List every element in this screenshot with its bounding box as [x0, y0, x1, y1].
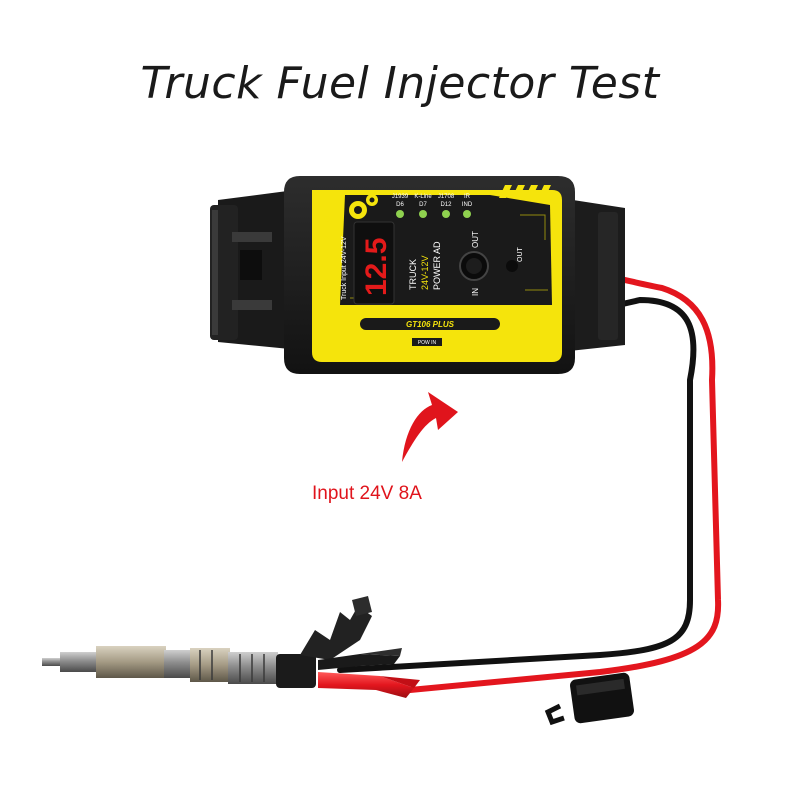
indicator-label-bottom: D12: [440, 202, 452, 208]
model-name: GT106 PLUS: [406, 320, 455, 329]
voltage-display: 12.5: [353, 221, 395, 305]
status-led: [442, 210, 450, 218]
mode-line-voltage: 24V-12V: [420, 255, 430, 290]
indicator-label-bottom: IND: [462, 202, 473, 208]
mode-line-truck: TRUCK: [408, 259, 418, 290]
up-arrow-icon: [402, 392, 458, 462]
gear-icon: [349, 194, 378, 219]
page-title: Truck Fuel Injector Test: [140, 58, 660, 109]
cable-entry: [506, 260, 518, 272]
obd-connector: [210, 190, 300, 350]
mode-switch-button[interactable]: [459, 251, 489, 281]
device-subtitle: Truck Input 24V-12V: [341, 236, 348, 300]
input-spec-caption: Input 24V 8A: [312, 483, 422, 504]
indicator-label-bottom: D7: [419, 202, 427, 208]
indicator-label-top: J1939: [392, 194, 409, 200]
in-label: IN: [471, 288, 480, 296]
status-led: [396, 210, 404, 218]
black-alligator-clip: [318, 648, 402, 670]
mode-line-power: POWER AD: [432, 241, 442, 290]
display-reading: 12.5: [360, 238, 393, 296]
indicator-label-top: J1708: [438, 194, 455, 200]
port-label: POW IN: [418, 340, 437, 346]
indicator-label-top: K-Line: [414, 194, 432, 200]
indicator-panel: J1939 D6 K-Line D7 J1708 D12 IR IND: [392, 194, 473, 218]
fuel-injector: [42, 596, 372, 688]
status-led: [419, 210, 427, 218]
brand-logo: CODIAC: [309, 235, 336, 330]
stripe-decoration: [499, 185, 551, 198]
out-label-secondary: OUT: [517, 247, 524, 263]
out-label: OUT: [471, 231, 480, 248]
device-end-cap: [560, 198, 625, 352]
registered-mark: ®: [323, 216, 332, 222]
model-strip: GT106 PLUS: [360, 318, 500, 330]
indicator-label-top: IR: [464, 194, 471, 200]
inline-fuse-holder: [544, 672, 634, 726]
indicator-label-bottom: D6: [396, 202, 404, 208]
status-led: [463, 210, 471, 218]
red-alligator-clip: [318, 672, 420, 698]
